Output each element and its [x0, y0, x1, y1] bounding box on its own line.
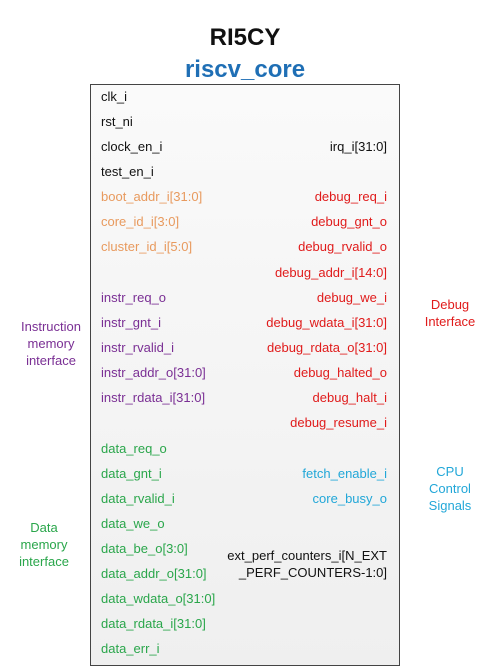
signal-data-rvalid-i: data_rvalid_i: [101, 491, 175, 506]
signal-debug-halt-i: debug_halt_i: [312, 390, 387, 405]
signal-boot-addr-i: boot_addr_i[31:0]: [101, 189, 203, 204]
signal-debug-rvalid-o: debug_rvalid_o: [298, 239, 387, 254]
signal-core-busy-o: core_busy_o: [312, 491, 387, 506]
module-name: riscv_core: [184, 56, 306, 83]
group-label-line: Control: [429, 481, 471, 496]
group-label-line: memory: [20, 537, 68, 552]
signal-data-rdata-i: data_rdata_i[31:0]: [101, 616, 206, 631]
signal-core-id-i: core_id_i[3:0]: [101, 214, 180, 229]
signal-debug-req-i: debug_req_i: [314, 189, 387, 204]
signal-debug-addr-i: debug_addr_i[14:0]: [274, 265, 387, 280]
signal-data-err-i: data_err_i: [101, 641, 160, 656]
signal-debug-halted-o: debug_halted_o: [293, 365, 387, 380]
group-label-instruction-memory: Instruction memory interface: [0, 318, 102, 369]
signal-cluster-id-i: cluster_id_i[5:0]: [101, 239, 193, 254]
signal-data-gnt-i: data_gnt_i: [101, 466, 162, 481]
diagram-title: RI5CY: [209, 24, 281, 51]
signal-debug-wdata-i: debug_wdata_i[31:0]: [266, 315, 387, 330]
signal-instr-req-o: instr_req_o: [101, 290, 167, 305]
signal-ext-perf-counters-i-cont: _PERF_COUNTERS-1:0]: [238, 565, 387, 580]
signal-data-we-o: data_we_o: [101, 516, 165, 531]
signal-rst-ni: rst_ni: [101, 114, 133, 129]
group-label-line: memory: [27, 336, 75, 351]
module-box: [90, 84, 400, 666]
signal-debug-resume-i: debug_resume_i: [290, 415, 387, 430]
signal-clock-en-i: clock_en_i: [101, 139, 163, 154]
signal-debug-gnt-o: debug_gnt_o: [311, 214, 387, 229]
signal-instr-rdata-i: instr_rdata_i[31:0]: [101, 390, 206, 405]
group-label-line: interface: [26, 353, 76, 368]
signal-ext-perf-counters-i: ext_perf_counters_i[N_EXT: [227, 548, 387, 563]
group-label-line: Data: [30, 520, 58, 535]
signal-fetch-enable-i: fetch_enable_i: [302, 466, 387, 481]
group-label-cpu-control: CPU Control Signals: [410, 463, 490, 514]
signal-instr-gnt-i: instr_gnt_i: [101, 315, 161, 330]
group-label-line: CPU: [436, 464, 464, 479]
signal-debug-we-i: debug_we_i: [316, 290, 387, 305]
signal-data-addr-o: data_addr_o[31:0]: [101, 566, 207, 581]
group-label-line: Debug: [430, 297, 470, 312]
group-label-line: Interface: [424, 314, 476, 329]
signal-data-be-o: data_be_o[3:0]: [101, 541, 188, 556]
group-label-line: Signals: [428, 498, 472, 513]
signal-data-req-o: data_req_o: [101, 441, 167, 456]
group-label-data-memory: Data memory interface: [0, 519, 88, 570]
group-label-debug-interface: Debug Interface: [410, 296, 490, 330]
signal-instr-addr-o: instr_addr_o[31:0]: [101, 365, 206, 380]
signal-debug-rdata-o: debug_rdata_o[31:0]: [267, 340, 387, 355]
signal-irq-i: irq_i[31:0]: [329, 139, 387, 154]
group-label-line: interface: [19, 554, 69, 569]
signal-instr-rvalid-i: instr_rvalid_i: [101, 340, 174, 355]
signal-clk-i: clk_i: [101, 89, 128, 104]
signal-test-en-i: test_en_i: [101, 164, 154, 179]
signal-data-wdata-o: data_wdata_o[31:0]: [101, 591, 216, 606]
group-label-line: Instruction: [21, 319, 81, 334]
